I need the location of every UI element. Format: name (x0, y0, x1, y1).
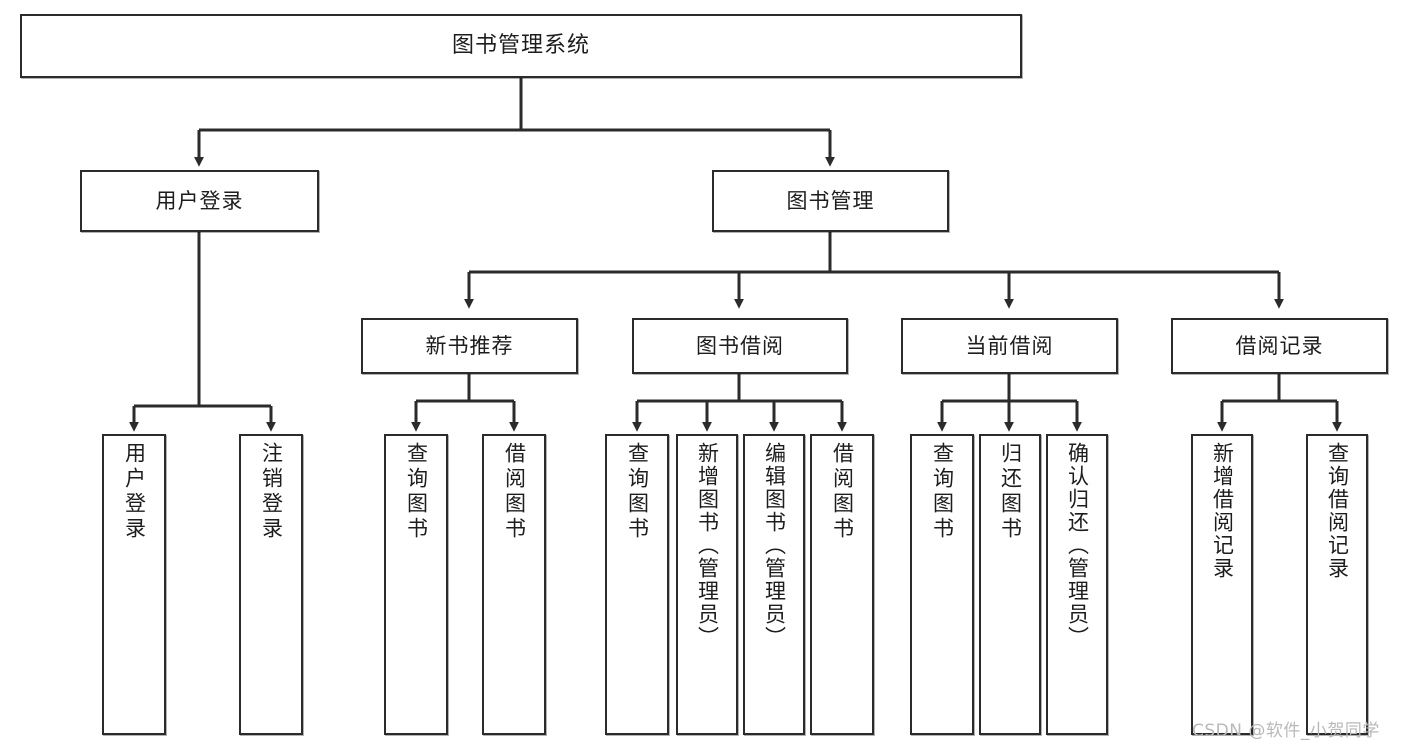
node-label: 用户登录 (155, 188, 244, 213)
node-label: 查询图书 (930, 442, 955, 542)
node-label: 编辑图书（管理员） (762, 442, 787, 649)
node-label: 借阅图书 (830, 442, 855, 542)
leaf-user-login[interactable]: 用户登录 (102, 434, 166, 735)
leaf-borrow-book[interactable]: 借阅图书 (810, 434, 874, 735)
leaf-query-book-borrow[interactable]: 查询图书 (605, 434, 669, 735)
leaf-add-book-admin[interactable]: 新增图书（管理员） (676, 434, 738, 735)
node-book-management[interactable]: 图书管理 (712, 170, 949, 232)
node-label: 查询借阅记录 (1325, 442, 1350, 580)
leaf-query-book-current[interactable]: 查询图书 (910, 434, 974, 735)
leaf-logout-login[interactable]: 注销登录 (239, 434, 303, 735)
leaf-query-book-recommend[interactable]: 查询图书 (384, 434, 448, 735)
node-label: 新书推荐 (425, 333, 514, 358)
node-label: 借阅图书 (502, 442, 527, 542)
node-label: 新增图书（管理员） (695, 442, 720, 649)
node-label: 图书管理系统 (451, 33, 590, 59)
node-book-borrow[interactable]: 图书借阅 (632, 318, 848, 374)
node-label: 注销登录 (259, 442, 284, 542)
node-new-book-recommend[interactable]: 新书推荐 (361, 318, 578, 374)
leaf-return-book[interactable]: 归还图书 (979, 434, 1041, 735)
node-user-login[interactable]: 用户登录 (80, 170, 319, 232)
leaf-confirm-return-admin[interactable]: 确认归还（管理员） (1046, 434, 1108, 735)
node-current-borrow[interactable]: 当前借阅 (901, 318, 1118, 374)
leaf-add-borrow-record[interactable]: 新增借阅记录 (1191, 434, 1253, 735)
node-label: 查询图书 (404, 442, 429, 542)
node-label: 确认归还（管理员） (1065, 442, 1090, 649)
node-label: 图书管理 (786, 188, 875, 213)
leaf-edit-book-admin[interactable]: 编辑图书（管理员） (743, 434, 805, 735)
leaf-query-borrow-record[interactable]: 查询借阅记录 (1306, 434, 1368, 735)
node-label: 当前借阅 (965, 333, 1054, 358)
node-label: 用户登录 (122, 442, 147, 542)
node-label: 借阅记录 (1235, 333, 1324, 358)
node-root-book-management-system[interactable]: 图书管理系统 (20, 14, 1022, 78)
node-borrow-record[interactable]: 借阅记录 (1171, 318, 1388, 374)
node-label: 查询图书 (625, 442, 650, 542)
node-label: 图书借阅 (696, 333, 784, 358)
node-label: 归还图书 (998, 442, 1023, 542)
node-label: 新增借阅记录 (1210, 442, 1235, 580)
leaf-borrow-book-recommend[interactable]: 借阅图书 (482, 434, 546, 735)
